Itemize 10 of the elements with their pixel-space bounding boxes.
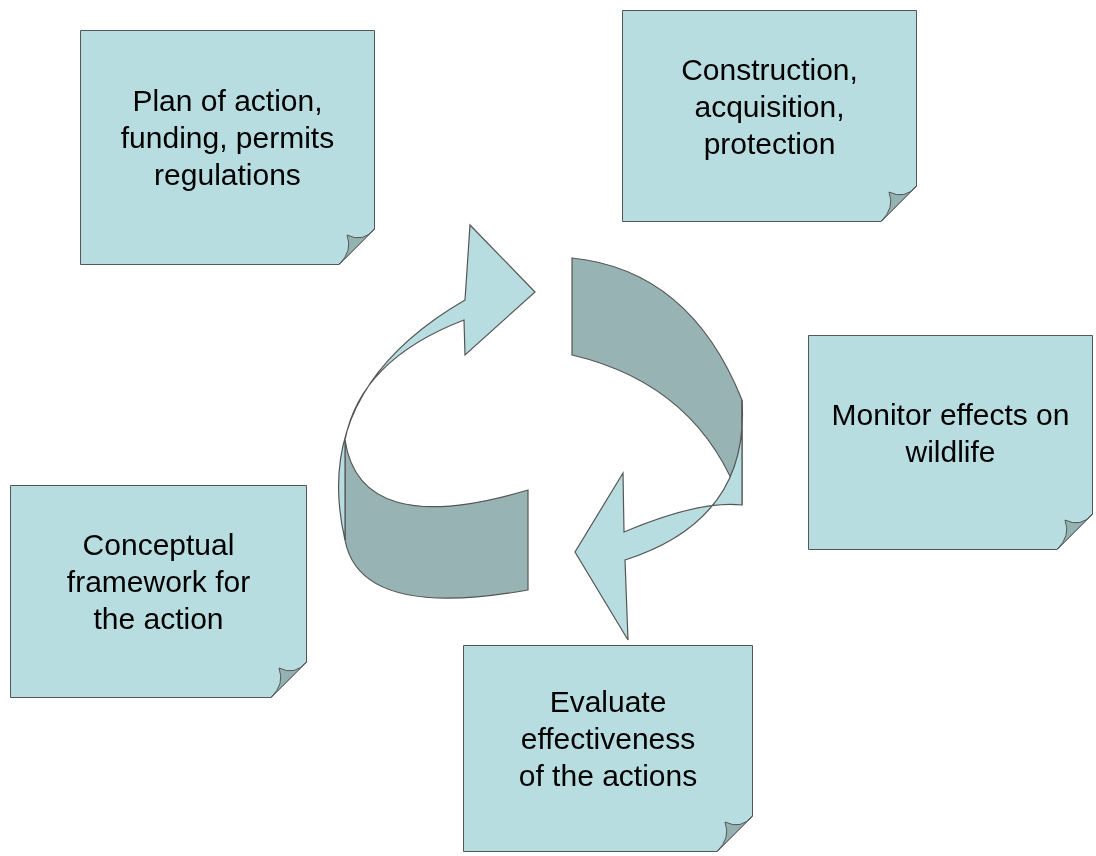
note-text: Conceptual framework for the action [65, 527, 252, 637]
sticky-note [463, 645, 753, 852]
sticky-note [10, 485, 307, 698]
sticky-note [808, 335, 1093, 550]
sticky-note [622, 10, 917, 222]
note-text: Evaluate effectiveness of the actions [517, 684, 699, 794]
note-text: Construction, acquisition, protection [680, 51, 859, 162]
sticky-note [80, 30, 375, 265]
note-text: Plan of action, funding, permits regulations [120, 83, 335, 193]
note-text: Monitor effects on wildlife [830, 396, 1071, 470]
